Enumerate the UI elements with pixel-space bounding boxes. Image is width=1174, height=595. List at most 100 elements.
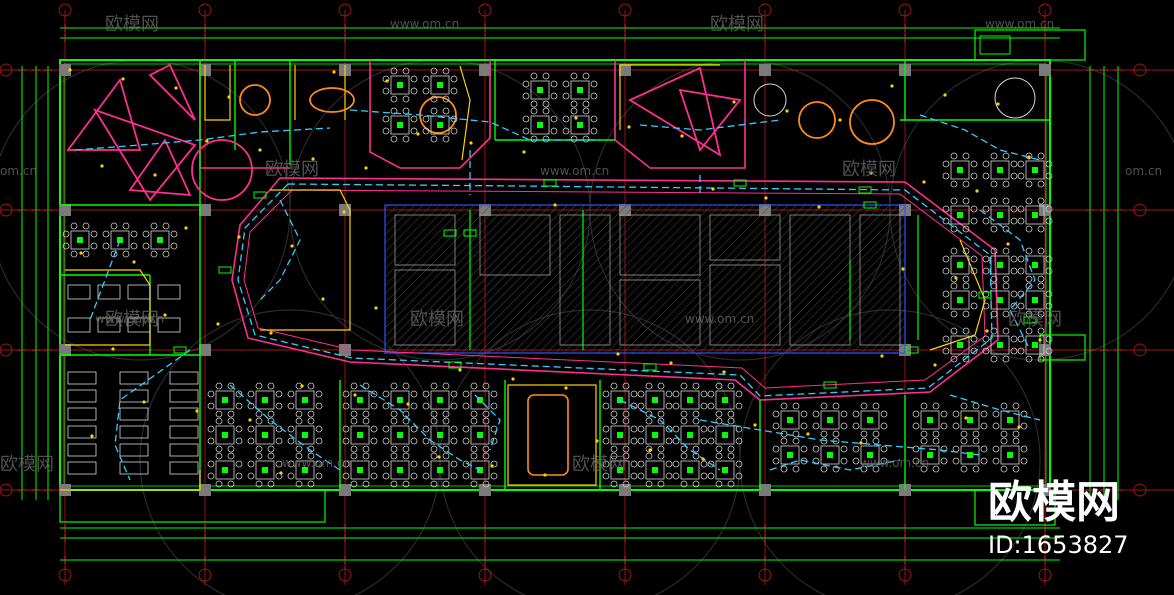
chair (637, 472, 645, 480)
chair (255, 382, 263, 390)
chair (735, 390, 743, 398)
chair (170, 230, 178, 238)
light-fixtures (68, 68, 1042, 477)
chair (490, 402, 498, 410)
light-dot (290, 244, 294, 248)
chair (470, 417, 478, 425)
chair (692, 445, 700, 453)
column (339, 204, 351, 216)
desk (350, 460, 370, 480)
light-dot (753, 423, 757, 427)
axis-bubble (618, 568, 632, 582)
light-dot (163, 313, 167, 317)
chair (960, 465, 968, 473)
chair (982, 302, 990, 310)
chair (235, 472, 243, 480)
chair (570, 100, 578, 108)
chair (267, 445, 275, 453)
chair (840, 410, 848, 418)
desk-cluster (422, 417, 458, 453)
light-dot (996, 102, 1000, 106)
chair (960, 437, 968, 445)
chair (1017, 172, 1025, 180)
chair (430, 135, 438, 143)
desk (1000, 410, 1020, 430)
desk (610, 460, 630, 480)
axis-bubble (478, 568, 492, 582)
chair (980, 422, 988, 430)
chair (920, 465, 928, 473)
chair (1010, 302, 1018, 310)
light-dot (342, 210, 346, 214)
desk-outlet (437, 122, 443, 128)
chair (390, 135, 398, 143)
chair (962, 282, 970, 290)
workstation-desk (119, 371, 149, 385)
chair (1045, 255, 1053, 263)
chair (215, 445, 223, 453)
chair (715, 382, 723, 390)
chair (832, 430, 840, 438)
chair (295, 445, 303, 453)
light-dot (205, 139, 209, 143)
chair (215, 417, 223, 425)
light-dot (279, 471, 283, 475)
desk-cluster (462, 417, 498, 453)
chair (390, 95, 398, 103)
chair (522, 92, 530, 100)
workstation-desk (119, 461, 149, 475)
chair (287, 472, 295, 480)
chair (932, 437, 940, 445)
chair (820, 465, 828, 473)
axis-bubble (1133, 63, 1147, 77)
chair (430, 480, 438, 488)
desk-outlet (577, 87, 583, 93)
chair (610, 417, 618, 425)
desk (610, 390, 630, 410)
desk (1025, 335, 1045, 355)
watermark-url: www.om.cn (985, 17, 1054, 31)
desk-cluster (672, 382, 708, 418)
watermark-brand: 欧模网 (105, 309, 159, 330)
chair (932, 430, 940, 438)
chair (215, 410, 223, 418)
chair (980, 457, 988, 465)
chair (1002, 197, 1010, 205)
desk-outlet (652, 467, 658, 473)
column (1039, 64, 1051, 76)
workstation-desk (169, 425, 199, 439)
chair (940, 410, 948, 418)
chair (610, 445, 618, 453)
chair (962, 197, 970, 205)
desk-outlet (537, 87, 543, 93)
chair (382, 437, 390, 445)
desk-cluster (1017, 247, 1053, 283)
chair (382, 425, 390, 433)
chair (450, 402, 458, 410)
axis-bubble (478, 3, 492, 17)
chair (562, 92, 570, 100)
chair (812, 445, 820, 453)
chair (410, 75, 418, 83)
chair (362, 382, 370, 390)
chair (1037, 275, 1045, 283)
chair (550, 127, 558, 135)
desk-outlet (437, 432, 443, 438)
desk-cluster (707, 452, 743, 488)
desk-outlet (957, 212, 963, 218)
chair (110, 250, 118, 258)
desk-outlet (302, 467, 308, 473)
chair (772, 422, 780, 430)
desk-outlet (787, 452, 793, 458)
chair (645, 452, 653, 460)
column (199, 344, 211, 356)
desk-outlet (222, 397, 228, 403)
light-dot (300, 384, 304, 388)
desk (860, 445, 880, 465)
desk-cluster (247, 417, 283, 453)
chair (162, 222, 170, 230)
chair (450, 127, 458, 135)
chair (665, 460, 673, 468)
chair (657, 452, 665, 460)
light-dot (269, 331, 273, 335)
